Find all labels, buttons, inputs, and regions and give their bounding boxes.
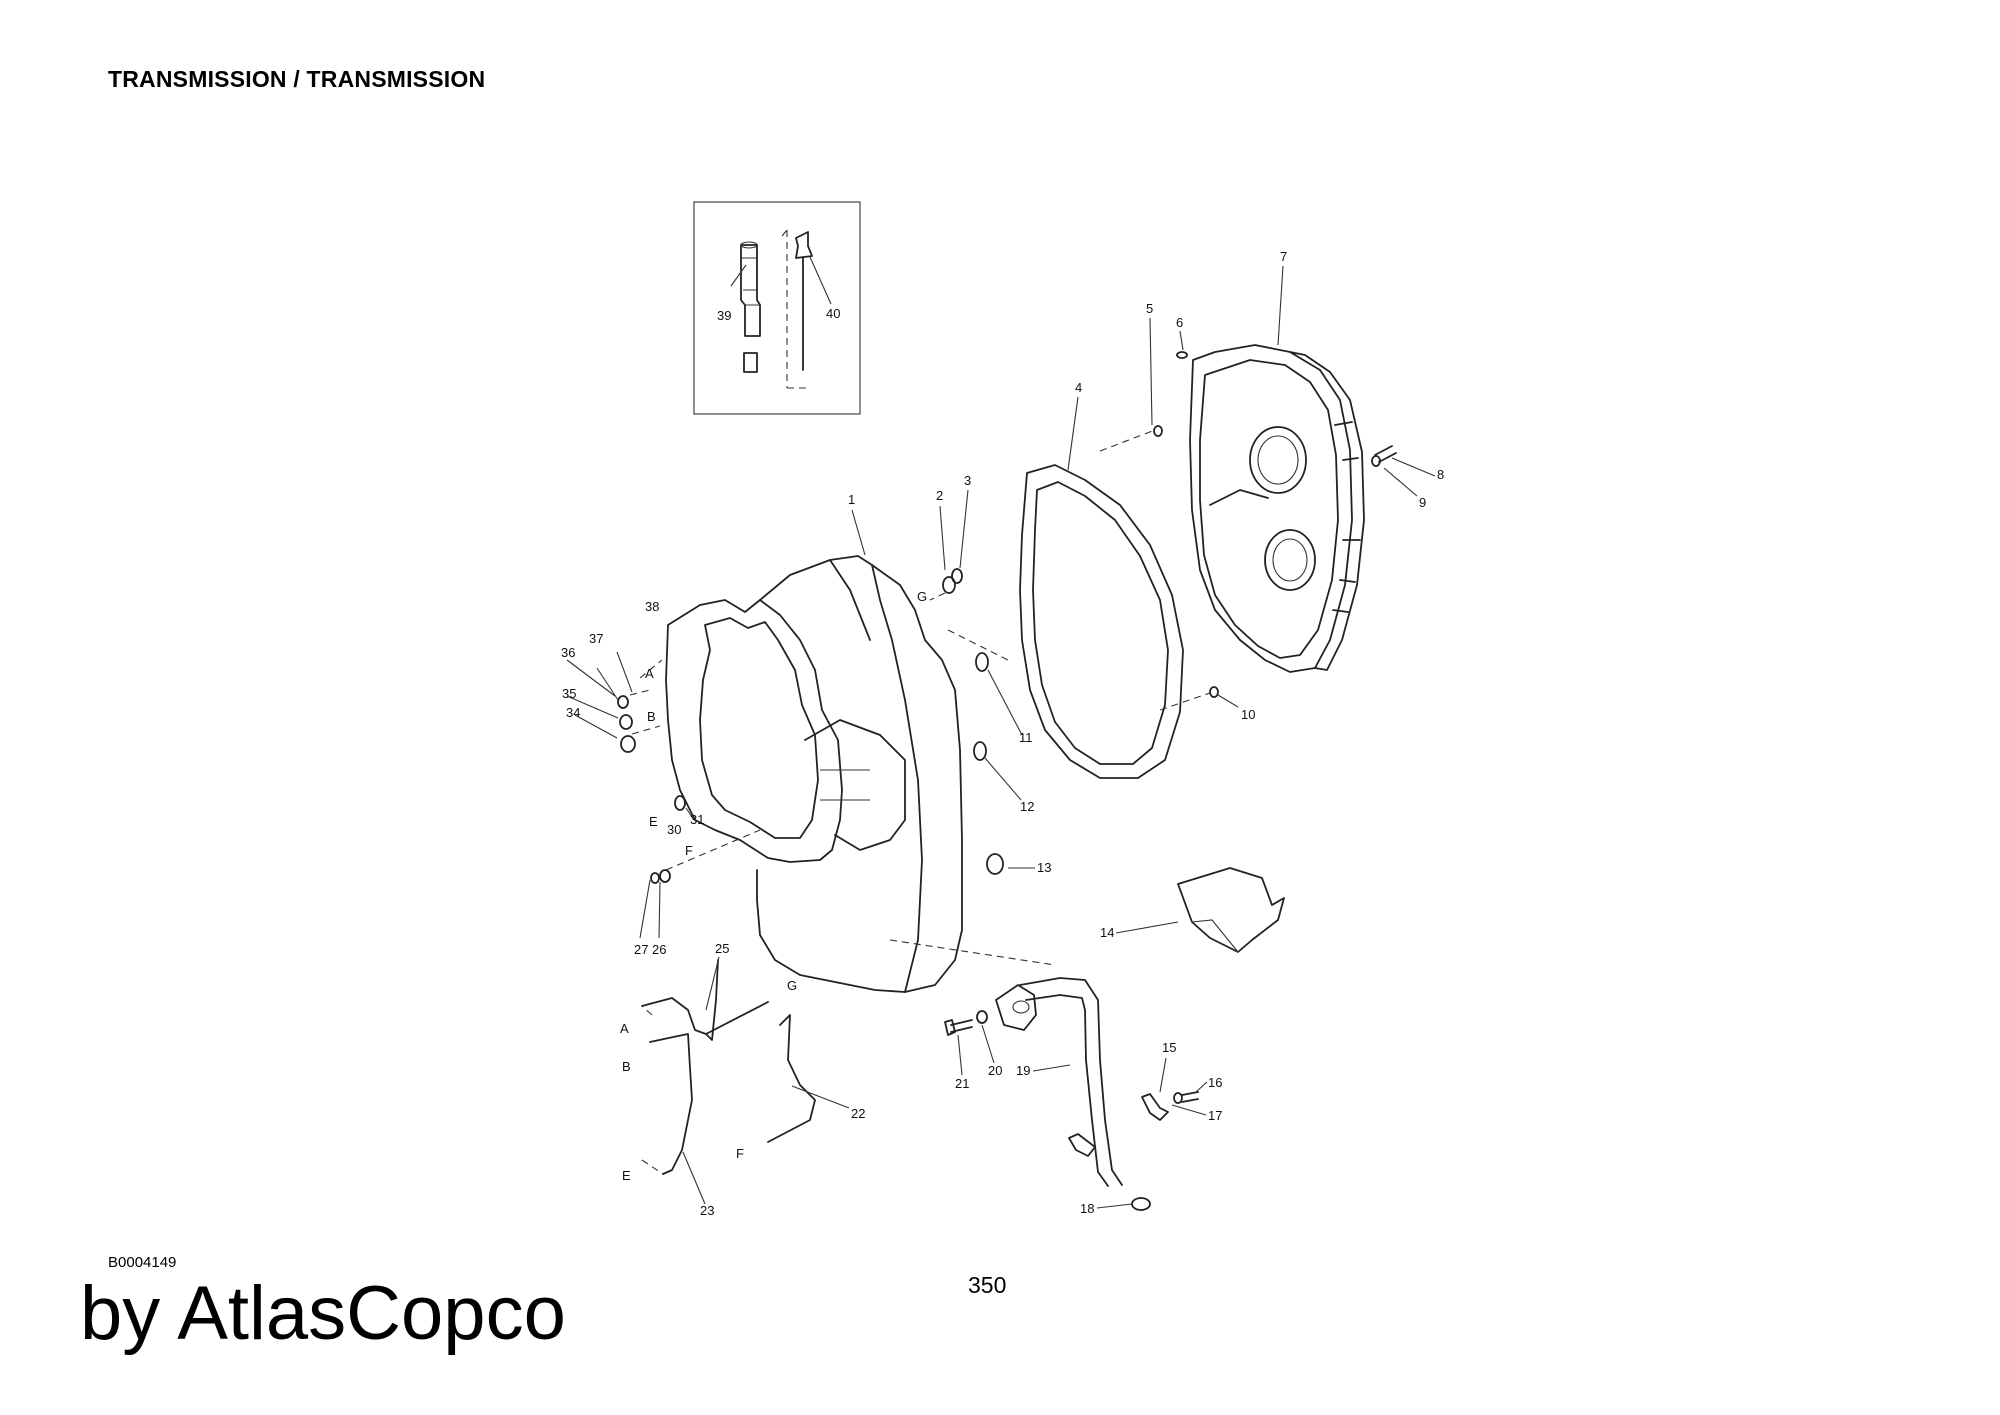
connection-letter: B xyxy=(647,709,656,724)
connection-letter: G xyxy=(917,589,927,604)
hydraulic-lines xyxy=(641,959,816,1175)
connection-letter: A xyxy=(645,666,654,681)
callout-label: 3 xyxy=(964,473,971,488)
connection-letters: A B E F G A B E F G xyxy=(620,589,927,1183)
callout-label: 6 xyxy=(1176,315,1183,330)
callout-label: 19 xyxy=(1016,1063,1030,1078)
callout-label: 34 xyxy=(566,705,580,720)
page-number: 350 xyxy=(968,1272,1007,1298)
callout-label: 21 xyxy=(955,1076,969,1091)
callout-label: 18 xyxy=(1080,1201,1094,1216)
callout-label: 25 xyxy=(715,941,729,956)
callout-label: 9 xyxy=(1419,495,1426,510)
callout-label: 31 xyxy=(690,812,704,827)
inset-detail xyxy=(693,201,861,415)
callout-label: 36 xyxy=(561,645,575,660)
gasket-4 xyxy=(1019,464,1184,779)
callout-label: 2 xyxy=(936,488,943,503)
guard-14 xyxy=(1177,867,1285,953)
drawing-code: B0004149 xyxy=(108,1254,177,1271)
callout-label: 40 xyxy=(826,306,840,321)
fittings xyxy=(617,351,1397,884)
connection-letter: B xyxy=(622,1059,631,1074)
tube-19 xyxy=(944,977,1199,1211)
callout-label: 13 xyxy=(1037,860,1051,875)
callout-label: 16 xyxy=(1208,1075,1222,1090)
page-title: TRANSMISSION / TRANSMISSION xyxy=(108,66,486,92)
connection-letter: E xyxy=(622,1168,631,1183)
connection-letter: A xyxy=(620,1021,629,1036)
callout-label: 37 xyxy=(589,631,603,646)
callout-label: 4 xyxy=(1075,380,1082,395)
housing-1 xyxy=(665,555,963,993)
callout-label: 17 xyxy=(1208,1108,1222,1123)
callout-label: 7 xyxy=(1280,249,1287,264)
callout-label: 10 xyxy=(1241,707,1255,722)
cover-7 xyxy=(1189,344,1365,673)
callout-label: 5 xyxy=(1146,301,1153,316)
callout-label: 30 xyxy=(667,822,681,837)
callout-label: 23 xyxy=(700,1203,714,1218)
callout-label: 1 xyxy=(848,492,855,507)
callout-label: 14 xyxy=(1100,925,1114,940)
callout-label: 20 xyxy=(988,1063,1002,1078)
callout-label: 12 xyxy=(1020,799,1034,814)
callout-label: 15 xyxy=(1162,1040,1176,1055)
connection-letter: E xyxy=(649,814,658,829)
leader-lines xyxy=(566,256,1436,1209)
brand-watermark: by AtlasCopco xyxy=(80,1271,566,1356)
callout-label: 26 xyxy=(652,942,666,957)
callout-label: 35 xyxy=(562,686,576,701)
callout-label: 39 xyxy=(717,308,731,323)
callout-label: 11 xyxy=(1019,730,1033,745)
callout-label: 8 xyxy=(1437,467,1444,482)
connection-letter: G xyxy=(787,978,797,993)
connection-letter: F xyxy=(736,1146,744,1161)
alignment-lines xyxy=(629,429,1211,1175)
callout-label: 38 xyxy=(645,599,659,614)
callout-label: 27 xyxy=(634,942,648,957)
callout-label: 22 xyxy=(851,1106,865,1121)
connection-letter: F xyxy=(685,843,693,858)
callout-labels: 1 2 3 4 5 6 7 8 9 10 11 12 13 14 15 16 1… xyxy=(561,249,1444,1218)
